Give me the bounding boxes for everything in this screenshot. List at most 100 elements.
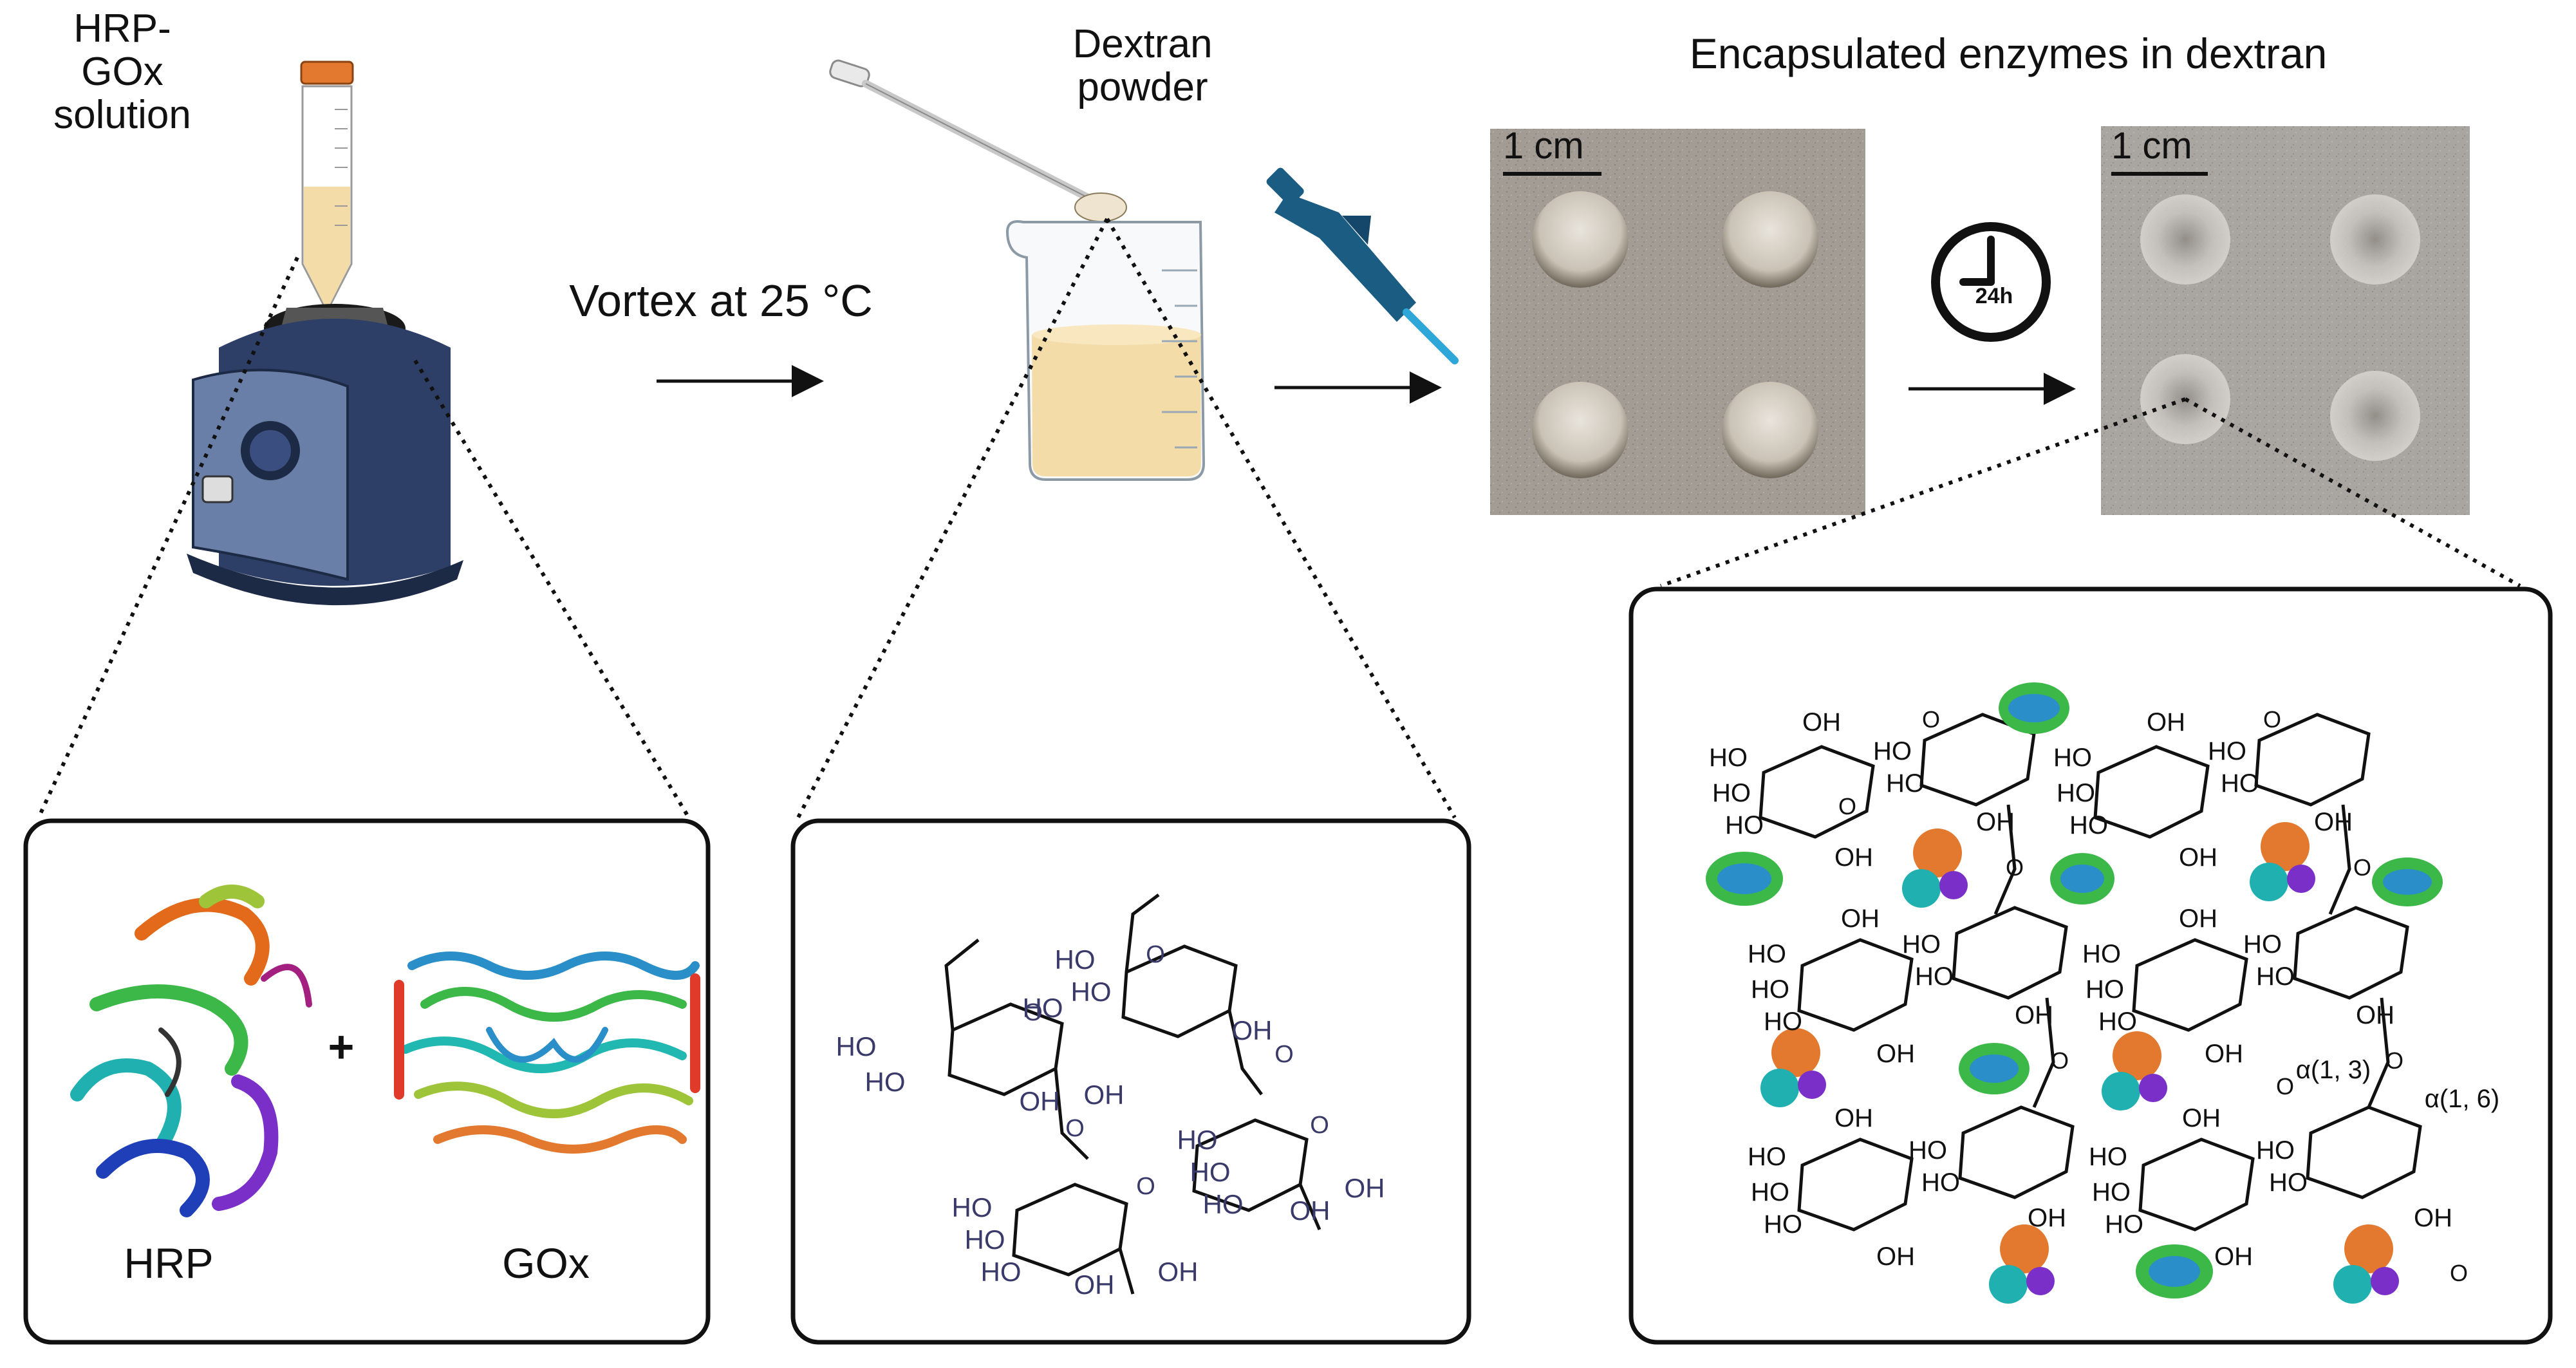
o-label: O [2006,854,2024,881]
ho-label: HO [1071,977,1112,1007]
hrp-mini-icon [1902,829,1968,908]
ho-label: HO [1915,962,1954,991]
ho-label: HO [2086,975,2124,1004]
gox-mini-icon [1706,852,1783,906]
ho-label: HO [1751,1178,1789,1206]
o-label: O [1146,941,1165,968]
o-label: O [1310,1112,1329,1139]
oh-label: OH [1290,1195,1330,1226]
oh-label: OH [2214,1242,2253,1271]
ho-label: HO [1886,769,1925,798]
oh-label: OH [2356,1001,2394,1029]
o-label: O [2353,854,2371,881]
ho-label: HO [2221,769,2259,798]
oh-label: OH [1876,1242,1915,1271]
ho-label: HO [1055,944,1096,975]
o-label: O [1023,999,1043,1026]
ho-label: HO [2098,1007,2137,1036]
ho-label: HO [2105,1210,2143,1239]
ho-label: HO [2256,962,2295,991]
clock-label: 24h [1975,284,2013,308]
ho-label: HO [1023,993,1063,1023]
oh-label: OH [1834,1104,1873,1132]
ho-label: HO [865,1067,906,1097]
oh-label: OH [2147,708,2185,736]
oh-label: OH [1084,1080,1125,1110]
oh-label: OH [2179,843,2217,872]
ho-label: HO [1709,744,1748,772]
dextran-title: Dextran powder [1072,22,1213,109]
alpha-1-3-label: α(1, 3) [2296,1056,2371,1084]
encapsulated-title: Encapsulated enzymes in dextran [1689,30,2328,77]
ho-label: HO [981,1257,1022,1287]
o-label: O [1065,1115,1085,1142]
ho-label: HO [1748,940,1786,968]
alpha-1-6-label: α(1, 6) [2425,1085,2499,1113]
hrp-structure-icon [70,885,312,1217]
pipette-icon [1266,167,1459,364]
o-label: O [2051,1047,2069,1074]
ho-label: HO [952,1192,993,1223]
gox-mini-icon [2372,857,2443,906]
ho-label: HO [2053,744,2092,772]
plus-sign: + [328,1022,355,1072]
oh-label: OH [2015,1001,2053,1029]
photo-fresh-drops [1490,129,1865,515]
oh-label: OH [1976,808,2015,836]
ho-label: HO [2208,737,2246,765]
oh-label: OH [2205,1040,2243,1068]
ho-label: HO [2092,1178,2131,1206]
ho-label: HO [1873,737,1912,765]
oh-label: OH [1876,1040,1915,1068]
ho-label: HO [1203,1189,1244,1219]
beaker-icon [1005,220,1206,481]
oh-label: OH [1232,1015,1273,1045]
oh-label: OH [1841,904,1880,933]
oh-label: OH [2028,1204,2066,1232]
ho-label: HO [1190,1157,1231,1187]
panel-encapsulated [1629,586,2553,1345]
clock-icon [1931,222,2051,342]
o-label: O [1838,793,1856,820]
oh-label: OH [1834,843,1873,872]
o-label: O [1922,706,1940,733]
ho-label: HO [1764,1007,1802,1036]
oh-label: OH [2182,1104,2221,1132]
gox-mini-icon [2136,1244,2213,1298]
oh-label: OH [1802,708,1841,736]
panel-enzymes [23,818,711,1345]
oh-label: OH [2314,808,2353,836]
encapsulated-structure [1759,713,2422,1232]
conical-tube-icon [300,61,354,310]
hrp-mini-icon [1760,1028,1826,1107]
gox-structure-icon [394,951,700,1154]
ho-label: HO [2269,1168,2308,1197]
ho-label: HO [2057,779,2095,807]
ho-label: HO [2082,940,2121,968]
ho-label: HO [2256,1136,2295,1165]
ho-label: HO [2243,930,2282,959]
dextran-structure [944,894,1321,1295]
oh-label: OH [1345,1173,1385,1203]
o-label: O [2263,706,2281,733]
hrp-mini-icon [2333,1224,2399,1304]
scale-bar-label-right: 1 cm [2111,125,2192,167]
oh-label: OH [1020,1086,1060,1116]
ho-label: HO [1921,1168,1960,1197]
vortex-label: Vortex at 25 °C [569,276,873,326]
spatula-icon [829,59,1127,222]
oh-label: OH [1158,1257,1199,1287]
hrp-label: HRP [124,1239,213,1287]
gox-mini-icon [2050,853,2114,904]
gox-label: GOx [502,1239,590,1287]
solution-title: HRP-GOx solution [53,6,191,137]
oh-label: OH [1074,1270,1115,1300]
ho-label: HO [1902,930,1941,959]
hrp-mini-icon [2102,1031,2167,1110]
o-label: O [1136,1173,1155,1200]
ho-label: HO [836,1031,877,1062]
ho-label: HO [1725,811,1764,839]
ho-label: HO [2089,1143,2127,1171]
scale-bar-label-left: 1 cm [1503,125,1584,167]
